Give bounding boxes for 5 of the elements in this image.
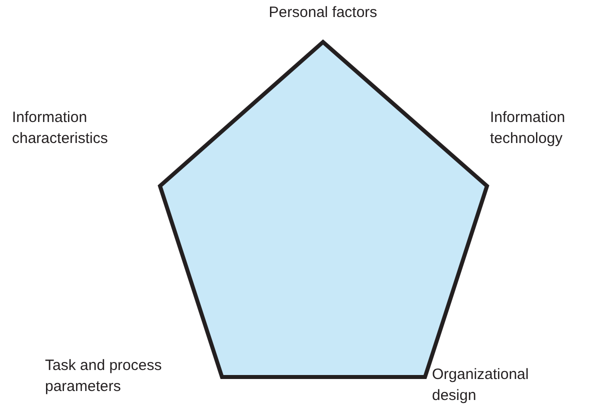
vertex-label: Information characteristics	[12, 108, 109, 149]
vertex-label: Task and process parameters	[45, 356, 163, 397]
vertex-label: Personal factors	[268, 3, 378, 23]
vertex-label: Organizational design	[432, 365, 530, 406]
vertex-label: Information technology	[490, 108, 566, 149]
